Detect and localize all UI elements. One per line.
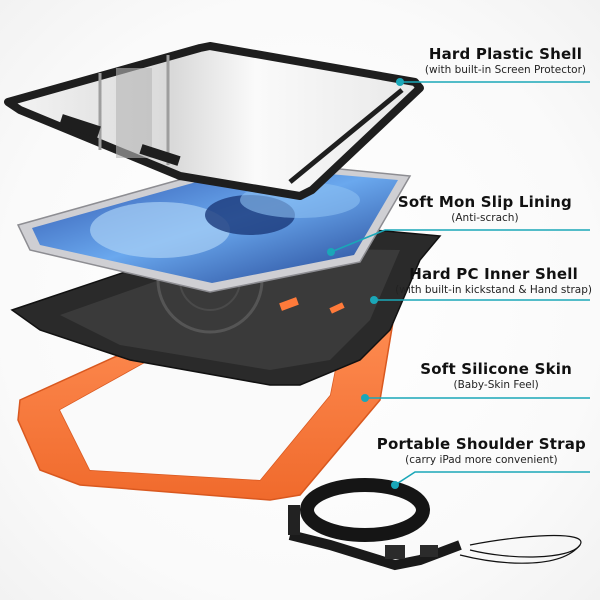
callout-hard-pc-inner-shell: Hard PC Inner Shell (with built-in kicks… bbox=[395, 265, 592, 297]
callout-subtitle: (carry iPad more convenient) bbox=[405, 454, 558, 466]
callout-dot-silicone-skin bbox=[361, 394, 369, 402]
callout-subtitle: (Baby-Skin Feel) bbox=[453, 379, 539, 391]
callout-title: Soft Mon Slip Lining bbox=[397, 193, 572, 211]
callout-subtitle: (with built-in kickstand & Hand strap) bbox=[395, 284, 592, 296]
callout-portable-shoulder-strap: Portable Shoulder Strap (carry iPad more… bbox=[377, 435, 586, 467]
hard-plastic-shell-part bbox=[4, 42, 424, 200]
callout-lines bbox=[327, 78, 590, 489]
callout-soft-silicone-skin: Soft Silicone Skin (Baby-Skin Feel) bbox=[420, 360, 572, 392]
callout-title: Soft Silicone Skin bbox=[420, 360, 572, 378]
callout-hard-plastic-shell: Hard Plastic Shell (with built-in Screen… bbox=[425, 45, 586, 77]
callout-subtitle: (with built-in Screen Protector) bbox=[424, 64, 586, 76]
callout-dot-soft-lining bbox=[327, 248, 335, 256]
callout-dot-shoulder-strap bbox=[391, 481, 399, 489]
shoulder-strap-part bbox=[288, 478, 582, 571]
callout-title: Hard PC Inner Shell bbox=[409, 265, 578, 283]
callout-dot-inner-shell bbox=[370, 296, 378, 304]
callout-title: Hard Plastic Shell bbox=[428, 45, 583, 63]
callout-soft-non-slip-lining: Soft Mon Slip Lining (Anti-scrach) bbox=[398, 193, 572, 225]
callout-title: Portable Shoulder Strap bbox=[376, 435, 586, 453]
callout-subtitle: (Anti-scrach) bbox=[451, 212, 519, 224]
callout-dot-hard-plastic-shell bbox=[396, 78, 404, 86]
